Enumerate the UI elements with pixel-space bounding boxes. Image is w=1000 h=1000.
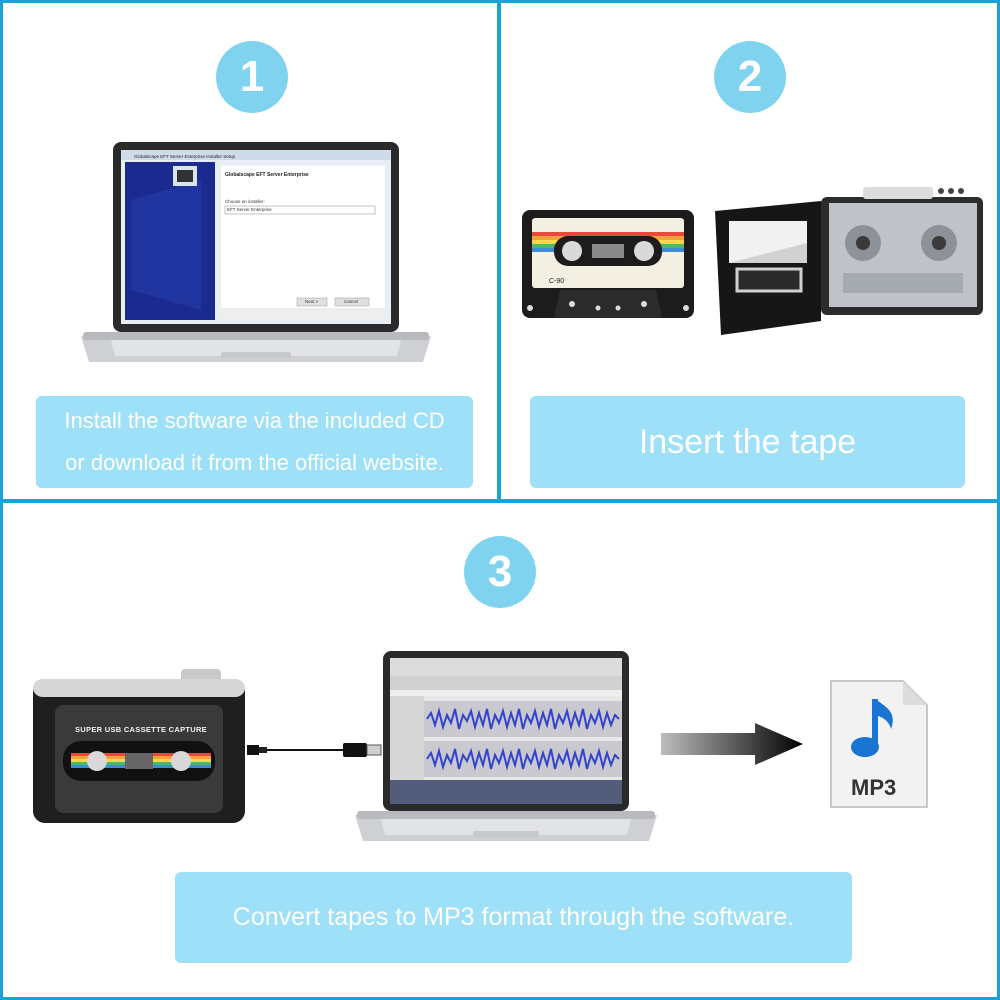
usb-cassette-capture-illustration [33,669,245,823]
step-3-panel: 3 SUPER USB CASSETTE CAPTURE [0,500,1000,1000]
installer-choose-label: Choose an installer: [225,199,265,204]
cassette-tape-illustration [522,210,694,318]
usb-cable-illustration [247,743,382,757]
laptop-installer-illustration [81,142,431,362]
step-2-panel: 2 C-90 Insert the tape [498,0,1000,502]
installer-window-title: Globalscape EFT Server Enterprise Instal… [134,154,235,159]
right-arrow-icon [661,723,803,765]
step-1-badge: 1 [216,41,288,113]
step-3-caption-box: Convert tapes to MP3 format through the … [175,872,852,963]
cassette-player-open-illustration [715,187,983,335]
step-3-caption: Convert tapes to MP3 format through the … [232,903,795,931]
step-1-number: 1 [239,52,265,101]
step-2-number: 2 [737,52,763,101]
installer-heading: Globalscape EFT Server Enterprise [225,172,309,178]
step-1-caption-line1: Install the software via the included CD [64,408,445,433]
step-3-badge: 3 [464,536,536,608]
installer-select[interactable]: EFT Server Enterprise [227,207,272,212]
step-2-caption: Insert the tape [638,422,857,461]
step-2-badge: 2 [714,41,786,113]
installer-cancel-button[interactable]: Cancel [344,299,359,304]
capture-device-label: SUPER USB CASSETTE CAPTURE [75,725,207,734]
step-2-caption-box: Insert the tape [530,396,965,488]
step-3-number: 3 [487,547,513,596]
mp3-file-icon [830,680,928,808]
laptop-audio-editor-illustration [355,651,657,841]
installer-next-button[interactable]: Next > [305,299,319,304]
cassette-label: C-90 [549,278,565,285]
step-1-caption-box: Install the software via the included CD… [36,396,473,488]
mp3-file-label: MP3 [851,775,897,800]
step-1-caption-line2: or download it from the official website… [65,450,444,475]
step-1-panel: 1 Globalscape EFT Server Enterprise Inst… [0,0,500,502]
